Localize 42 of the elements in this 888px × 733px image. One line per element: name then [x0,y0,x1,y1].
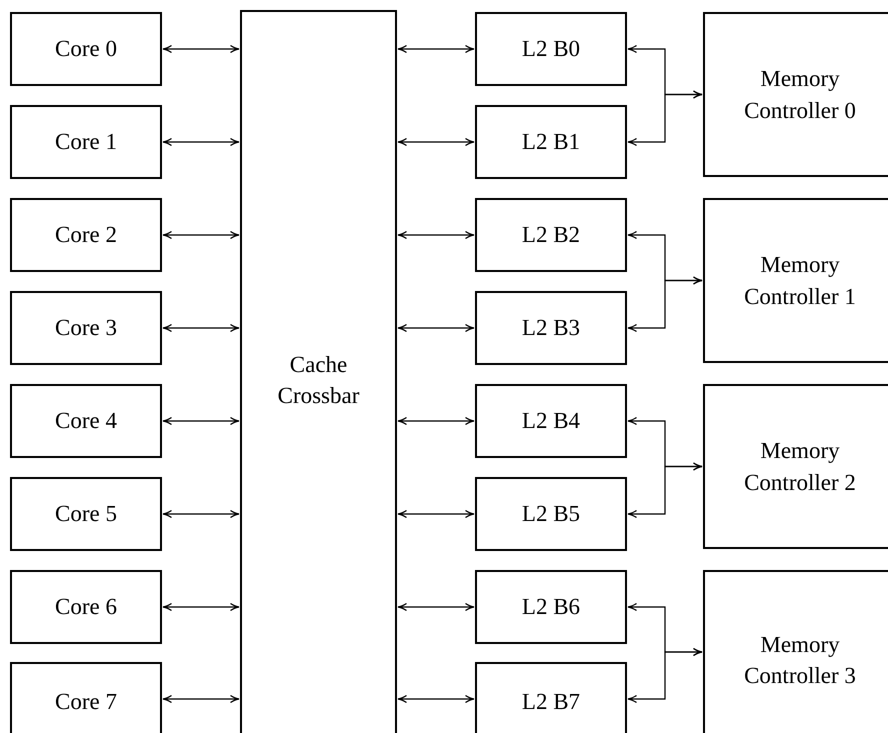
block-box [703,384,888,549]
block-label: Core 7 [55,688,117,716]
block-label: Core 1 [55,128,117,156]
block-label: L2 B0 [522,35,580,64]
block-label: L2 B2 [522,221,580,250]
block-label: Core 6 [55,593,117,622]
block-box [10,477,162,551]
block-box [475,384,627,458]
block-box [475,105,627,179]
block-label: L2 B1 [522,128,580,156]
block-box [10,384,162,458]
block-label: Core 2 [55,221,117,250]
block-label: Core 3 [55,314,117,342]
block-label: Cache Crossbar [276,350,360,410]
block-label: L2 B7 [522,688,580,716]
block-box [475,662,627,733]
block-box [475,198,627,272]
block-box [475,12,627,86]
block-box [703,570,888,733]
block-box [475,570,627,644]
block-box [10,105,162,179]
block-label: L2 B5 [522,500,580,528]
block-box [10,198,162,272]
block-label: L2 B4 [522,407,580,436]
block-label: L2 B6 [522,593,580,622]
block-label: L2 B3 [522,314,580,342]
block-label: Memory Controller 1 [743,251,857,310]
block-box [10,12,162,86]
block-label: Memory Controller 2 [743,437,857,496]
block-box [10,662,162,733]
block-box [10,291,162,365]
block-box [703,12,888,177]
block-box [475,291,627,365]
block-box [240,10,397,733]
block-label: Core 5 [55,500,117,528]
block-box [475,477,627,551]
block-box [703,198,888,363]
block-label: Memory Controller 3 [743,630,857,690]
block-label: Core 0 [55,35,117,64]
block-label: Memory Controller 0 [743,65,857,124]
block-box [10,570,162,644]
block-label: Core 4 [55,407,117,436]
